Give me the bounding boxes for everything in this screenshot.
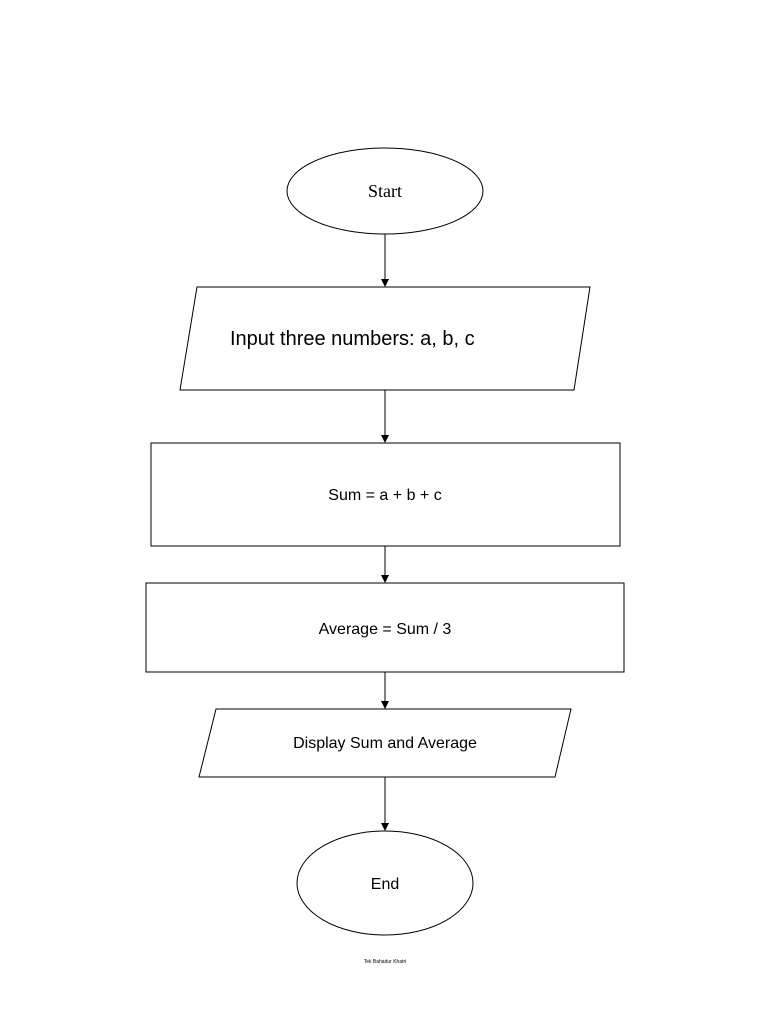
display-parallelogram: [198, 708, 572, 778]
author-credit: Tek Bahadur Khatri: [364, 959, 407, 965]
average-rectangle: [145, 582, 625, 673]
display-node: Display Sum and Average: [198, 708, 572, 778]
sum-rectangle: [150, 442, 621, 547]
sum-node: Sum = a + b + c: [150, 442, 621, 547]
input-label: Input three numbers: a, b, c: [230, 328, 475, 350]
end-node: End: [296, 830, 474, 936]
average-label: Average = Sum / 3: [319, 621, 452, 638]
start-label: Start: [368, 181, 402, 201]
sum-label: Sum = a + b + c: [328, 487, 441, 504]
average-node: Average = Sum / 3: [145, 582, 625, 673]
input-parallelogram: [179, 286, 591, 391]
input-node: Input three numbers: a, b, c: [179, 286, 591, 391]
start-node: Start: [286, 147, 484, 235]
display-label: Display Sum and Average: [293, 735, 477, 752]
end-label: End: [371, 876, 399, 893]
end-ellipse: [296, 830, 474, 936]
